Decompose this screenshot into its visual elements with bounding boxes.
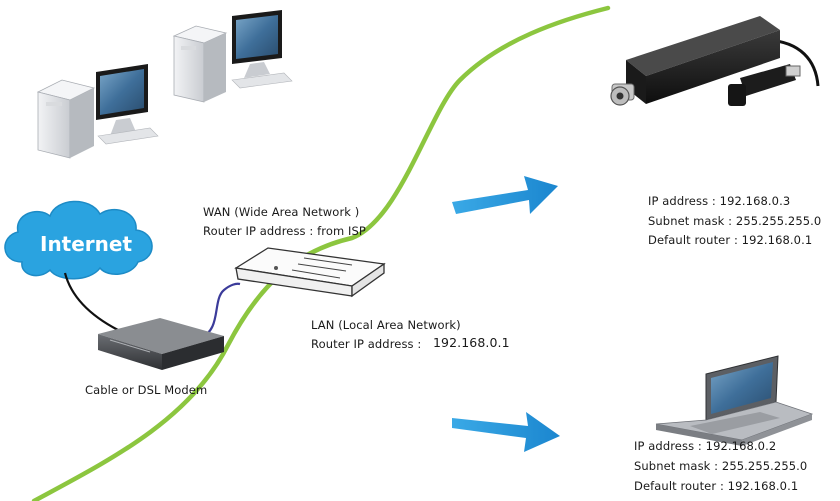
network-boundary-curve bbox=[31, 5, 611, 501]
internet-modem-cable bbox=[63, 272, 119, 331]
lan-router-ip-value: 192.168.0.1 bbox=[433, 335, 510, 350]
router-icon bbox=[234, 247, 386, 298]
video-encoder-icon bbox=[610, 16, 820, 106]
camera-default-router: Default router : 192.168.0.1 bbox=[648, 233, 813, 247]
modem-label: Cable or DSL Modem bbox=[85, 383, 208, 397]
desktop-computer-icon bbox=[36, 64, 159, 159]
camera-subnet-mask: Subnet mask : 255.255.255.0 bbox=[648, 214, 822, 228]
lan-title: LAN (Local Area Network) bbox=[311, 318, 461, 332]
arrow-right-icon bbox=[452, 176, 558, 214]
laptop-ip-address: IP address : 192.168.0.2 bbox=[634, 439, 777, 453]
laptop-subnet-mask: Subnet mask : 255.255.255.0 bbox=[634, 459, 808, 473]
laptop-default-router: Default router : 192.168.0.1 bbox=[634, 479, 799, 493]
wan-router-ip: Router IP address : from ISP bbox=[203, 224, 366, 238]
wan-title: WAN (Wide Area Network ) bbox=[203, 205, 360, 219]
internet-label: Internet bbox=[40, 232, 133, 256]
camera-ip-address: IP address : 192.168.0.3 bbox=[648, 194, 791, 208]
lan-router-ip-label: Router IP address : bbox=[311, 337, 422, 351]
arrow-right-icon bbox=[452, 412, 560, 452]
desktop-computer-icon bbox=[172, 10, 293, 103]
modem-router-cable bbox=[199, 282, 241, 340]
modem-icon bbox=[98, 318, 224, 370]
laptop-icon bbox=[655, 355, 814, 446]
